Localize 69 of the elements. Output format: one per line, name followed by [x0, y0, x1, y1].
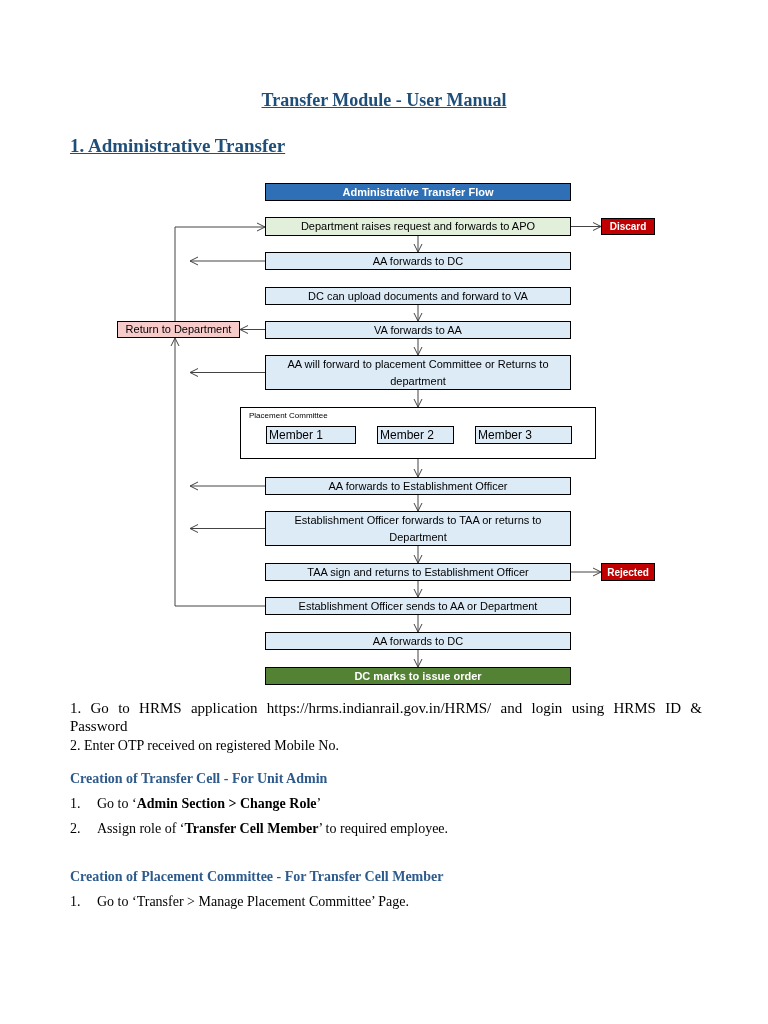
- process-box: [265, 563, 571, 581]
- process-box: [265, 667, 571, 685]
- arrow: [413, 545, 423, 564]
- terminal-box: [601, 563, 655, 581]
- header-box: [265, 183, 571, 201]
- arrow: [413, 614, 423, 633]
- node-label: Rejected: [607, 565, 649, 580]
- process-box: [265, 287, 571, 305]
- node-label: Return to Department: [125, 322, 232, 338]
- body-text: Go to ‘Transfer > Manage Placement Committee’ Page.: [97, 893, 409, 911]
- arrow: [174, 222, 266, 322]
- terminal-box: [601, 218, 655, 235]
- body-text: 2.: [70, 820, 81, 838]
- node-label: AA forwards to Establishment Officer: [328, 478, 508, 494]
- node-label: AA will forward to placement Committee or Returns to department: [286, 356, 550, 389]
- arrow: [413, 458, 423, 478]
- arrow: [413, 338, 423, 356]
- node-label: AA forwards to DC: [372, 253, 464, 269]
- arrow: [189, 368, 266, 377]
- process-box: [265, 355, 571, 390]
- arrow: [189, 256, 266, 266]
- arrow: [413, 389, 423, 408]
- group-box: [240, 407, 596, 459]
- arrow: [413, 580, 423, 598]
- body-text: 1.: [70, 795, 81, 813]
- process-box: [265, 597, 571, 615]
- arrow: [170, 337, 266, 607]
- node-label: TAA sign and returns to Establishment Officer: [307, 564, 529, 580]
- return-box: [117, 321, 240, 338]
- body-text: Assign role of ‘Transfer Cell Member’ to required employee.: [97, 820, 449, 838]
- node-label: Administrative Transfer Flow: [342, 184, 494, 200]
- process-box: [265, 321, 571, 339]
- node-label: Discard: [609, 220, 647, 234]
- arrow: [413, 494, 423, 512]
- subheading: Creation of Placement Committee - For Transfer Cell Member: [70, 868, 444, 886]
- node-label: Member 3: [478, 427, 533, 444]
- node-label: DC can upload documents and forward to VA: [308, 288, 528, 304]
- body-text: Go to ‘Admin Section > Change Role’: [97, 795, 322, 813]
- body-text: 1. Go to HRMS application https://hrms.indianrail.gov.in/HRMS/ and login using HRMS ID & Password: [70, 699, 702, 735]
- member-box: [377, 426, 454, 444]
- node-label: Placement Committee: [249, 410, 328, 422]
- arrow: [570, 567, 602, 577]
- node-label: Member 2: [380, 427, 435, 444]
- process-box: [265, 217, 571, 236]
- subheading: Creation of Transfer Cell - For Unit Admin: [70, 770, 328, 788]
- process-box: [265, 477, 571, 495]
- body-text: 1.: [70, 893, 81, 911]
- arrow: [239, 325, 266, 334]
- arrow: [413, 649, 423, 668]
- arrow: [413, 235, 423, 253]
- process-box: [265, 252, 571, 270]
- node-label: Department raises request and forwards to APO: [300, 219, 536, 235]
- section-heading: 1. Administrative Transfer: [70, 134, 286, 158]
- page-title: Transfer Module - User Manual: [260, 89, 508, 112]
- arrow: [189, 524, 266, 533]
- node-label: AA forwards to DC: [372, 633, 464, 649]
- node-label: VA forwards to AA: [374, 322, 462, 338]
- node-label: Establishment Officer sends to AA or Department: [298, 598, 538, 614]
- node-label: Establishment Officer forwards to TAA or returns to Department: [293, 512, 543, 545]
- process-box: [265, 632, 571, 650]
- member-box: [475, 426, 572, 444]
- arrow: [413, 304, 423, 322]
- process-box: [265, 511, 571, 546]
- arrow: [570, 222, 602, 231]
- member-box: [266, 426, 356, 444]
- body-text: 2. Enter OTP received on registered Mobile No.: [70, 737, 339, 755]
- node-label: DC marks to issue order: [354, 668, 482, 684]
- node-label: Member 1: [269, 427, 324, 444]
- arrow: [189, 481, 266, 491]
